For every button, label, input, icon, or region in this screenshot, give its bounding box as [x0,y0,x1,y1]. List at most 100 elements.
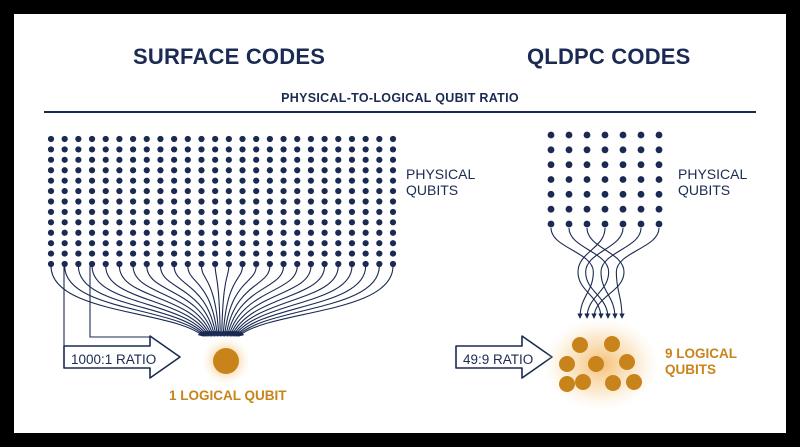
physical-qubit-dot [280,156,287,163]
physical-qubit-dot [294,156,301,163]
physical-qubit-dot [47,167,55,174]
funnel-wire [159,265,217,337]
logical-qubit-left [213,348,239,374]
physical-qubit-dot [655,176,663,183]
physical-qubit-dot [565,146,573,154]
physical-qubit-dot [655,190,663,198]
physical-qubit-dot [376,250,383,257]
physical-qubit-dot [239,135,246,143]
physical-qubit-dot [307,208,315,216]
physical-qubit-dot [637,131,645,139]
physical-qubit-dot [335,240,342,247]
physical-qubit-dot [88,177,96,184]
physical-qubit-dot [376,219,383,226]
funnel-wire [200,265,222,337]
physical-qubit-dot [61,177,68,184]
physical-qubit-dot [212,208,219,216]
physical-qubit-dot [307,219,315,226]
physical-qubit-dot [253,240,260,247]
physical-qubit-dot [348,219,356,226]
physical-qubit-dot [376,167,383,174]
physical-qubit-dot [655,220,663,228]
physical-qubit-dot [129,146,137,153]
physical-qubit-dot [157,198,164,205]
physical-qubit-dot [157,177,164,184]
physical-qubit-dot [225,198,232,205]
physical-qubit-dot [88,146,96,153]
physical-qubit-dot [655,131,663,139]
physical-qubit-dot [335,167,342,174]
physical-qubit-dot [184,198,191,205]
physical-qubit-dot [583,190,591,198]
physical-qubit-dot [637,190,645,198]
physical-qubit-dot [307,187,315,195]
physical-qubit-dot [129,198,137,205]
physical-qubit-dot [88,219,96,226]
physical-qubit-dot [335,156,342,163]
physical-qubit-dot [61,146,68,153]
physical-qubit-dot [184,156,191,163]
physical-qubit-dot [116,219,123,226]
funnel-wire [224,265,271,337]
physical-qubit-dot [157,167,164,174]
physical-qubit-dot [294,177,301,184]
physical-qubit-dot [143,219,150,226]
physical-qubit-dot [321,260,328,268]
physical-qubit-dot [116,250,123,257]
physical-qubit-dot [376,208,383,216]
physical-qubit-dot [307,240,315,247]
physical-qubit-dot [129,208,137,216]
physical-qubit-dot [171,208,178,216]
physical-qubit-dot [47,177,55,184]
physical-qubit-dot [321,229,328,236]
physical-qubit-dot [157,146,164,153]
physical-qubit-dot [619,131,627,139]
physical-qubit-dot [239,187,246,195]
physical-qubit-dot [212,229,219,236]
physical-qubit-dot [321,198,328,205]
physical-qubit-dot [239,177,246,184]
physical-qubit-dot [88,156,96,163]
physical-qubit-dot [253,260,260,268]
physical-qubit-dot [102,156,109,163]
physical-qubit-dot [253,177,260,184]
physical-qubit-dot [212,146,219,153]
physical-qubit-dot [321,135,328,143]
physical-qubit-dot [583,205,591,213]
physical-qubit-dot [225,187,232,195]
physical-qubit-dot [637,161,645,169]
physical-qubit-dot [198,135,205,143]
physical-qubit-dot [565,131,573,139]
physical-qubit-dot [348,146,356,153]
physical-qubit-dot [184,208,191,216]
logical-qubits-right [559,336,642,392]
physical-qubit-dot [171,219,178,226]
physical-qubit-dot [280,219,287,226]
physical-qubit-dot [225,260,232,268]
physical-qubit-dot [601,131,609,139]
physical-qubit-dot [655,161,663,169]
physical-qubit-dot [184,177,191,184]
physical-qubit-dot [225,135,232,143]
physical-qubit-dot [280,240,287,247]
physical-qubit-dot [619,190,627,198]
funnel-wire [236,265,380,337]
physical-qubit-dot [266,177,273,184]
physical-qubit-dot [583,220,591,228]
physical-qubit-dot [253,146,260,153]
physical-qubit-dot [565,176,573,183]
physical-qubit-dot [307,250,315,257]
physical-qubit-dot [171,177,178,184]
physical-qubit-dot [583,146,591,154]
physical-qubit-dot [47,198,55,205]
physical-qubit-dot [376,198,383,205]
physical-qubit-dot [280,177,287,184]
physical-qubit-dot [171,240,178,247]
physical-qubit-dot [307,177,315,184]
physical-qubit-dot [143,250,150,257]
physical-qubit-dot [362,167,369,174]
physical-qubit-dot [362,146,369,153]
physical-qubit-dot [321,208,328,216]
physical-qubit-dot [198,156,205,163]
physical-qubit-dot [61,187,68,195]
